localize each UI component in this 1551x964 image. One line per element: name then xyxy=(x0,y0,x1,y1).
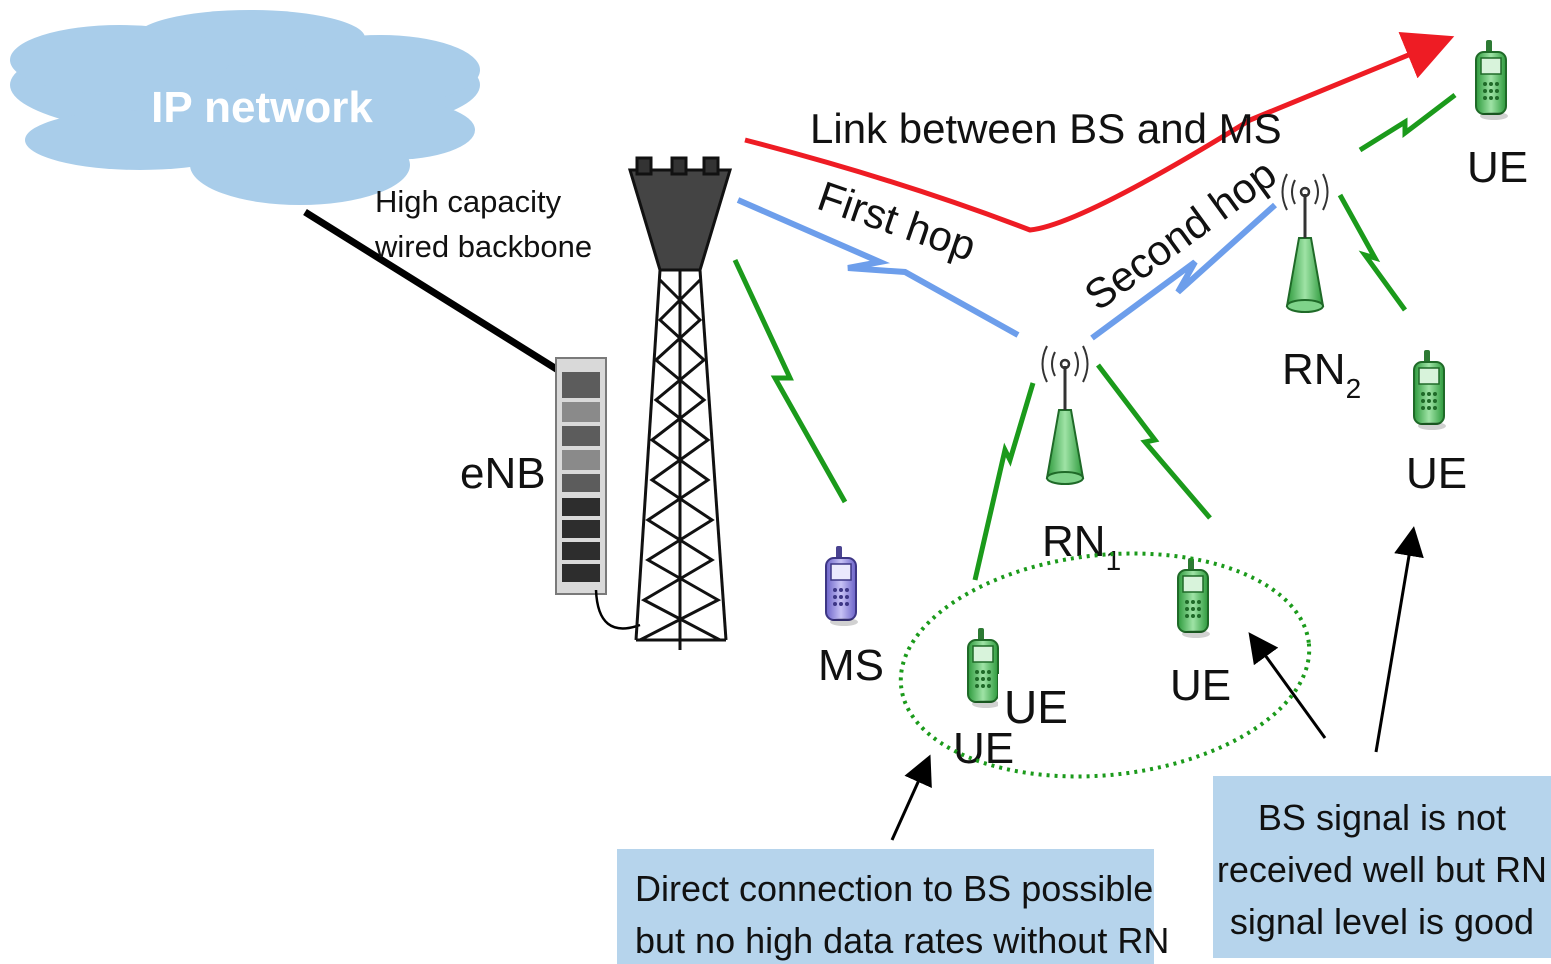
tower-ms-link xyxy=(732,258,848,504)
rn1-label: RN1 xyxy=(1042,517,1121,576)
callout-relay-line3: signal level is good xyxy=(1229,901,1535,942)
rn2-relay-node xyxy=(1281,172,1329,314)
callout-arrow-direct xyxy=(890,754,932,841)
rn2-label: RN2 xyxy=(1282,345,1361,404)
wired-backbone-line xyxy=(303,209,560,373)
rn2-ue-right-link xyxy=(1337,193,1408,312)
enb-label: eNB xyxy=(460,449,546,498)
rn2-ue-top-link xyxy=(1358,93,1457,153)
first-hop-label: First hop xyxy=(812,172,982,270)
base-station-tower xyxy=(627,156,733,650)
enb-server-rack xyxy=(555,357,607,595)
callout-relay-line2: received well but RN xyxy=(1216,849,1548,890)
rn1-ue-center-link xyxy=(1096,363,1212,520)
ue-right-label: UE xyxy=(1406,449,1467,498)
callout-relay-line1: BS signal is not xyxy=(1257,797,1507,838)
first-hop-link xyxy=(736,197,1020,338)
ip-network-label: IP network xyxy=(151,83,373,132)
bs-ms-link xyxy=(744,32,1455,233)
ms-phone xyxy=(825,545,859,627)
ue-overlay-patch xyxy=(998,674,1074,732)
callout-arrow-relay-right xyxy=(1374,526,1424,753)
callout-relay-signal: BS signal is not received well but RN si… xyxy=(1213,776,1551,958)
coverage-ellipse xyxy=(898,551,1312,779)
callout-direct-line2: but no high data rates without RN xyxy=(635,920,1170,961)
backbone-label-line2: wired backbone xyxy=(374,229,592,264)
enb-cable xyxy=(594,589,641,630)
ue-left-phone xyxy=(967,627,1001,709)
callout-direct-connection: Direct connection to BS possible but no … xyxy=(617,849,1170,964)
ue-top-right-label: UE xyxy=(1467,143,1528,192)
ms-label: MS xyxy=(818,641,884,690)
ue-top-right-phone xyxy=(1475,39,1509,121)
rn1-ue-left-link xyxy=(972,382,1036,581)
ue-center-label: UE xyxy=(1170,661,1231,710)
second-hop-link xyxy=(1090,202,1278,341)
callout-arrow-relay-center xyxy=(1248,632,1327,739)
rn1-relay-node xyxy=(1041,344,1089,486)
callout-direct-line1: Direct connection to BS possible xyxy=(635,868,1154,909)
ue-right-phone xyxy=(1413,349,1447,431)
green-radio-links xyxy=(732,93,1457,581)
backbone-label-line1: High capacity xyxy=(375,184,562,219)
ue-left-overlay-label: UE xyxy=(1004,681,1068,733)
bs-ms-link-label: Link between BS and MS xyxy=(810,105,1282,152)
ip-network-cloud xyxy=(10,10,480,205)
ue-center-phone xyxy=(1177,557,1211,639)
